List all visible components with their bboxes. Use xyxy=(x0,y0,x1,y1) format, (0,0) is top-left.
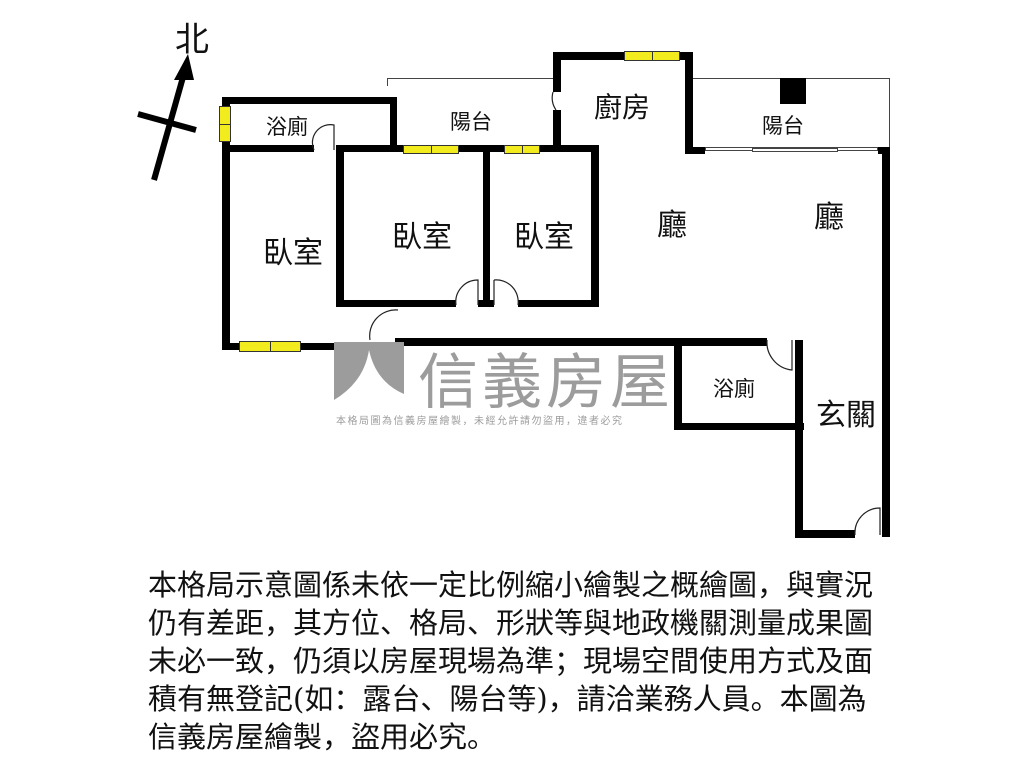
wall xyxy=(553,52,561,92)
wall xyxy=(882,147,890,537)
room-label-entrance: 玄關 xyxy=(816,398,876,433)
wall xyxy=(553,52,693,60)
door-arc xyxy=(551,91,557,111)
brand-logo-icon xyxy=(334,342,404,400)
watermark-brand: 信義房屋 xyxy=(418,348,674,418)
wall xyxy=(483,145,490,307)
door-arc xyxy=(311,124,335,151)
room-label-balcony-mid: 陽台 xyxy=(450,110,492,134)
wall xyxy=(336,145,344,307)
wall xyxy=(518,300,598,307)
wall xyxy=(674,423,804,430)
door-arc xyxy=(493,279,519,306)
wall xyxy=(222,97,230,350)
wall xyxy=(336,145,598,152)
door-arc xyxy=(369,309,399,341)
room-label-balcony-right: 陽台 xyxy=(762,114,804,138)
balcony-rail-mid xyxy=(387,78,557,86)
room-label-living2: 廳 xyxy=(814,200,844,235)
wall xyxy=(478,300,494,307)
room-label-living1: 廳 xyxy=(657,208,687,243)
wall xyxy=(685,147,705,154)
wall xyxy=(685,52,693,154)
wall xyxy=(674,338,682,430)
door-swings xyxy=(311,91,881,536)
wall xyxy=(222,145,314,152)
room-label-bath1: 浴廁 xyxy=(266,115,308,139)
window xyxy=(504,145,540,154)
wall xyxy=(795,340,803,538)
door-arc xyxy=(854,507,881,536)
room-label-bedroom2: 臥室 xyxy=(392,220,452,255)
room-label-kitchen: 廚房 xyxy=(594,91,651,124)
window xyxy=(219,106,231,142)
door-arc xyxy=(455,279,479,306)
wall xyxy=(395,338,767,346)
sliding-door[interactable] xyxy=(752,148,838,152)
wall xyxy=(222,97,397,104)
wall xyxy=(336,300,456,307)
wall xyxy=(390,97,397,152)
wall xyxy=(780,78,806,104)
wall xyxy=(591,145,599,307)
wall xyxy=(795,530,855,538)
window xyxy=(403,145,459,154)
wall xyxy=(222,343,240,350)
disclaimer-text: 本格局示意圖係未依一定比例縮小繪製之概繪圖，與實況仍有差距，其方位、格局、形狀等… xyxy=(148,568,874,754)
window xyxy=(239,341,301,352)
watermark-notice: 本格局圖為信義房屋繪製，未經允許請勿盜用，違者必究 xyxy=(336,416,624,427)
room-label-bedroom1: 臥室 xyxy=(263,236,323,271)
north-arrow-icon xyxy=(137,54,197,181)
door-arc xyxy=(766,339,793,371)
room-label-bedroom3: 臥室 xyxy=(514,220,574,255)
window xyxy=(624,51,680,61)
north-label: 北 xyxy=(175,20,209,60)
room-label-bath2: 浴廁 xyxy=(713,377,755,401)
wall xyxy=(553,110,561,152)
